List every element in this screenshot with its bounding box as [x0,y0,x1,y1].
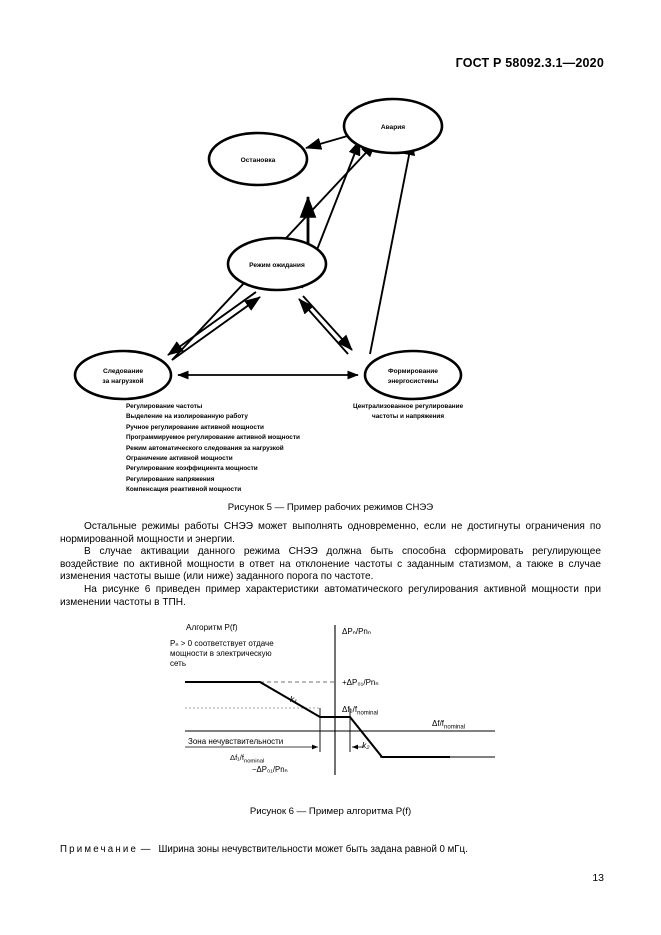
figure-5-caption: Рисунок 5 — Пример рабочих режимов СНЭЭ [227,502,434,513]
mode-item: Программируемое регулирование активной м… [126,434,300,442]
chart-title: Алгоритм P(f) [186,623,238,632]
mode-item: Регулирование коэффициента мощности [126,465,258,473]
load-following-mode-list: Регулирование частоты Выделение на изоли… [126,402,300,496]
figure-5-svg: Авария Остановка Режим ожидания Следован… [73,97,463,401]
edge-gridform-to-failure [369,139,416,355]
figure-5-state-diagram: Авария Остановка Режим ожидания Следован… [60,92,605,497]
edge-load-to-standby [171,296,261,361]
mode-item: Выделение на изолированную работу [126,413,248,421]
upper-power-tick-label: +ΔP₀₁/Pnₙ [342,678,379,687]
paragraph-figure6-intro: На рисунке 6 приведен пример характерист… [60,583,601,608]
figure-6-pf-algorithm-chart: Алгоритм P(f) Pₙ > 0 соответствует отдач… [150,620,550,800]
mode-item: Компенсация реактивной мощности [126,486,242,494]
body-paragraphs: Остальные режимы работы СНЭЭ может выпол… [60,521,601,609]
grid-forming-mode-list: Централизованное регулирование частоты и… [353,402,463,423]
mode-item: Ограничение активной мощности [126,455,233,463]
note-dash: — [140,844,151,855]
mode-item: Регулирование частоты [126,403,203,410]
delta-f1-tick-label: Δf₁/fnominal [230,753,264,765]
x-axis-label: Δf/fnominal [432,719,465,731]
mode-item: Режим автоматического следования за нагр… [126,444,284,452]
note-block: Примечание — Ширина зоны нечувствительно… [60,844,601,855]
deadband-label: Зона нечувствительности [188,737,283,746]
edge-gridform-to-standby [298,298,349,355]
edge-standby-to-load [167,291,257,356]
node-grid-forming-label-line2: энергосистемы [388,378,439,385]
paragraph-mode-activation: В случае активации данного режима СНЭЭ д… [60,546,601,583]
document-header-standard-number: ГОСТ Р 58092.3.1—2020 [455,56,604,70]
slope-k2-label: k₂ [362,740,370,750]
node-standby-label: Режим ожидания [249,262,305,269]
y-axis-label: ΔPₙ/Pnₙ [342,627,371,636]
node-load-following: Следование за нагрузкой [73,349,173,401]
note-label: Примечание [60,844,139,855]
mode-item: частоты и напряжения [372,413,445,421]
node-standby: Режим ожидания [226,236,328,292]
lower-power-tick-label: −ΔP₀₁/Pnₙ [252,765,288,774]
pf-characteristic-curve [185,680,450,759]
node-load-following-label-line1: Следование [103,368,143,375]
edge-failure-to-stop [305,134,352,150]
delta-f2-tick-label: Δf₂/fnominal [342,705,378,717]
node-load-following-label-line2: за нагрузкой [102,377,143,385]
deadband-measure-arrow-left [312,744,318,750]
figure-6-caption: Рисунок 6 — Пример алгоритма P(f) [249,806,412,817]
chart-note-line-1: Pₙ > 0 соответствует отдаче [170,639,274,648]
node-grid-forming: Формирование энергосистемы [363,349,463,401]
chart-note-line-3: сеть [170,659,186,668]
node-grid-forming-label-line1: Формирование [388,368,438,375]
mode-item: Регулирование напряжения [126,475,215,483]
edge-standby-to-gridform [302,295,353,351]
chart-note-line-2: мощности в электрическую [170,649,272,658]
node-stop-label: Остановка [241,157,276,164]
node-failure-label: Авария [381,124,405,131]
mode-item: Ручное регулирование активной мощности [126,423,264,431]
mode-item: Централизованное регулирование [353,403,464,410]
note-text: Ширина зоны нечувствительности может быт… [158,844,468,855]
figure-6-svg: Алгоритм P(f) Pₙ > 0 соответствует отдач… [170,623,495,775]
page-number: 13 [592,872,604,884]
paragraph-remaining-modes: Остальные режимы работы СНЭЭ может выпол… [60,521,601,545]
slope-k1-label: k₁ [290,694,297,704]
node-failure: Авария [342,97,444,155]
node-stop: Остановка [207,131,309,187]
